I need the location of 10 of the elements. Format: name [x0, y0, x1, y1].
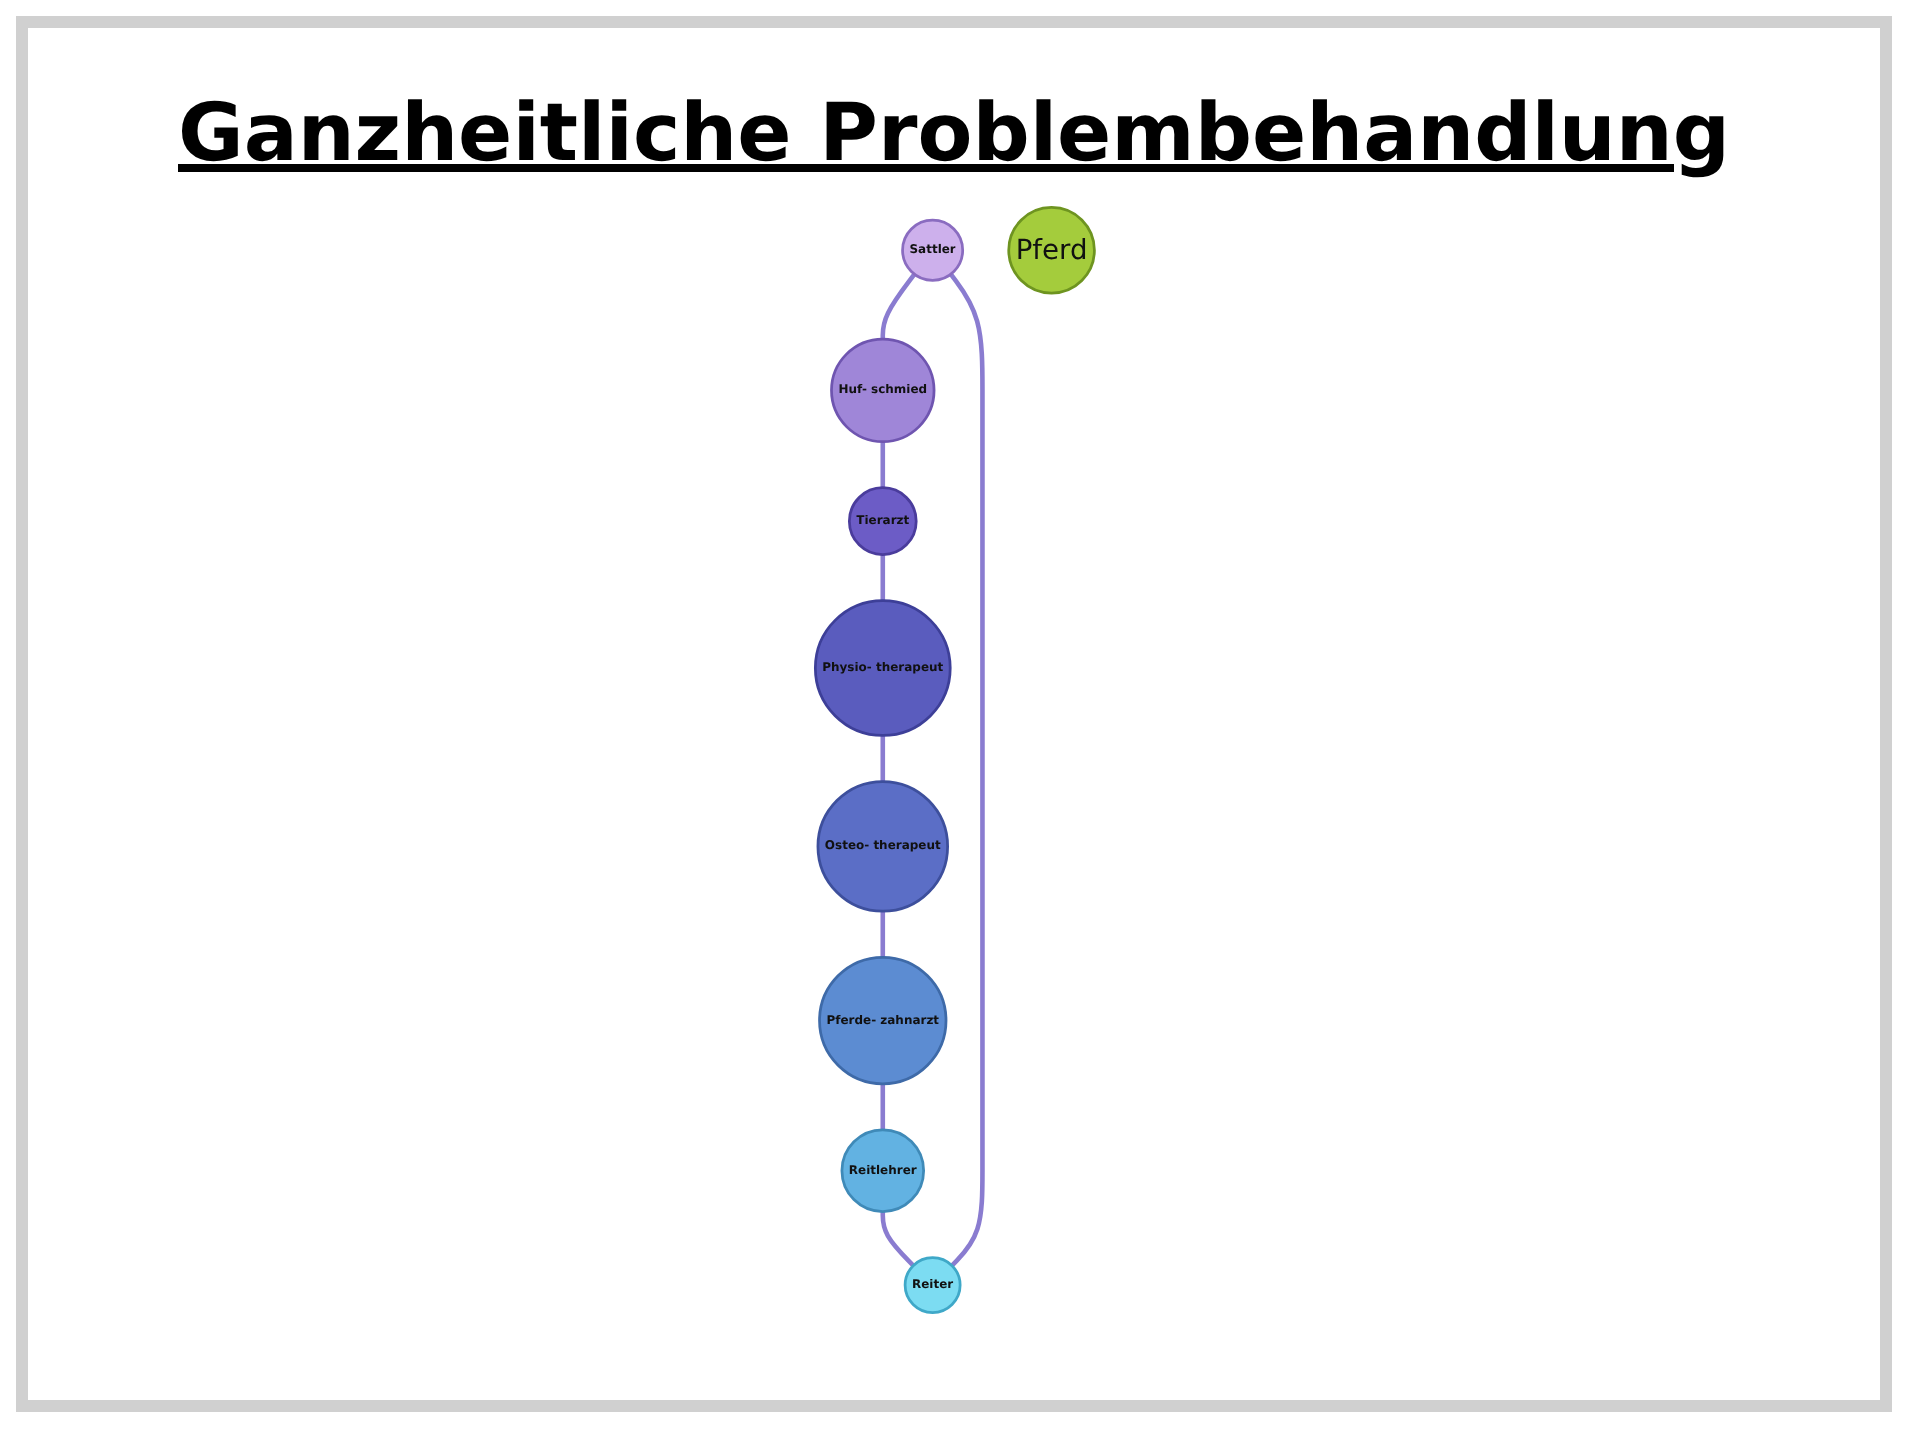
- connector: [879, 1211, 915, 1268]
- connector: [879, 1083, 885, 1130]
- connector: [879, 735, 885, 782]
- title: Ganzheitliche Problembehandlung: [176, 88, 1732, 180]
- connector: [948, 272, 984, 1268]
- connector: [879, 554, 885, 601]
- connector: [879, 441, 885, 488]
- connector: [879, 911, 885, 958]
- node-circle: Pferd: [1006, 206, 1095, 295]
- connector: [879, 272, 916, 340]
